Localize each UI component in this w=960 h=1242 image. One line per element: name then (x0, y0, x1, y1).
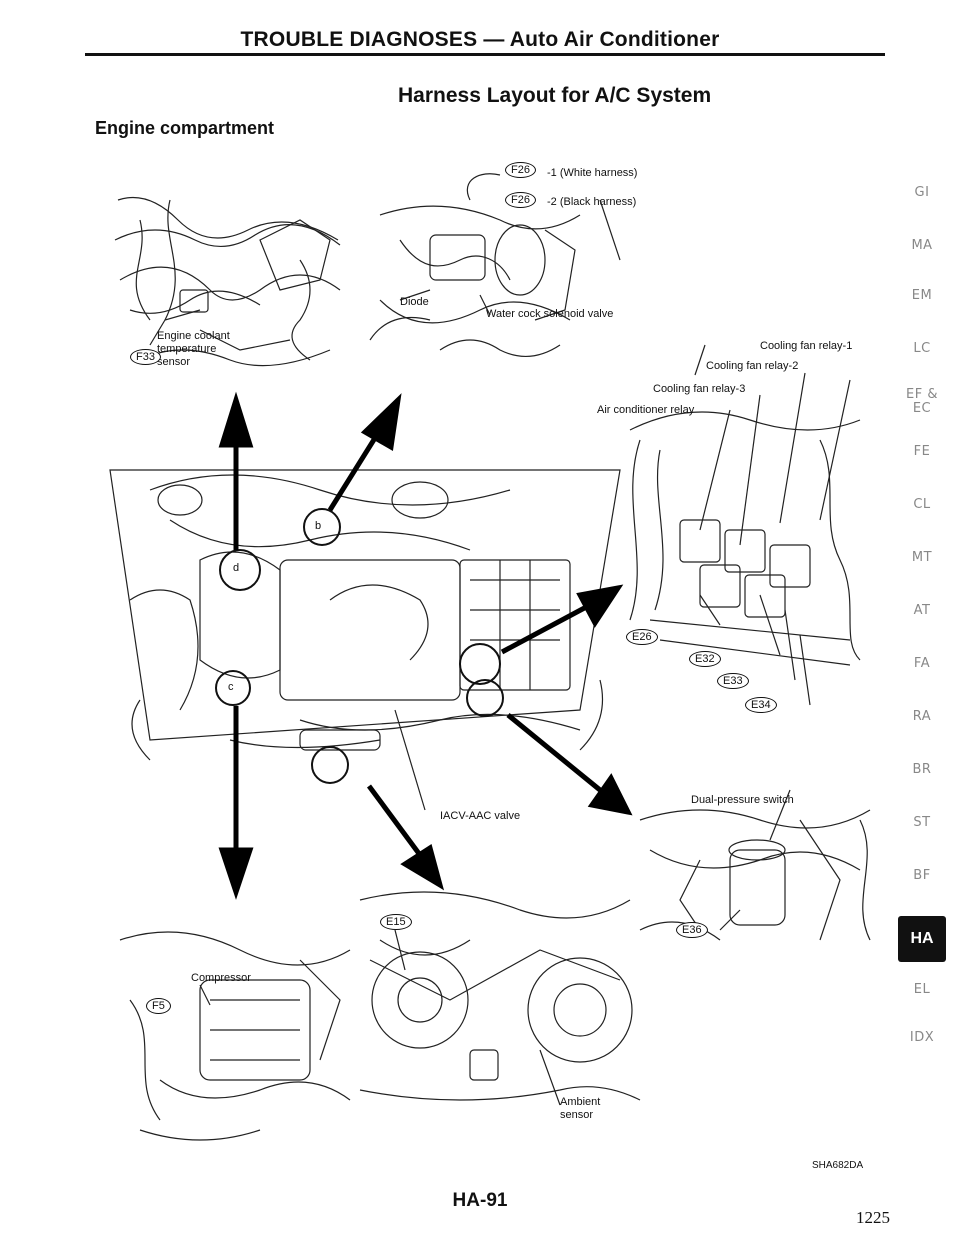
figure-code: SHA682DA (812, 1160, 864, 1171)
page-number: 1225 (856, 1208, 890, 1227)
ac-relay-label: Air conditioner relay (597, 404, 695, 416)
side-tab-cl[interactable]: CL (913, 497, 931, 512)
diode-label: Diode (400, 296, 429, 308)
connector-f5: F5 (146, 996, 171, 1014)
inset-compressor (119, 931, 351, 1141)
connector-f26-1: F26 (505, 160, 536, 178)
side-tab-mt[interactable]: MT (911, 550, 933, 565)
black-harness-label: -2 (Black harness) (547, 196, 637, 208)
engine-bay-illustration (109, 469, 621, 761)
header-rule (85, 53, 885, 56)
page-title: Harness Layout for A/C System (398, 84, 712, 107)
side-tab-ef-ec[interactable]: EF & EC (906, 387, 938, 416)
cooling-fan-relay-2-label: Cooling fan relay-2 (706, 360, 799, 372)
inset-ambient-sensor (359, 891, 641, 1101)
side-tab-gi[interactable]: GI (914, 185, 930, 200)
white-harness-label: -1 (White harness) (547, 167, 638, 179)
side-tab-lc[interactable]: LC (913, 341, 931, 356)
connector-e34: E34 (745, 695, 777, 713)
side-tab-st[interactable]: ST (913, 815, 931, 830)
water-cock-valve-label: Water cock solenoid valve (486, 308, 614, 320)
side-tab-ra[interactable]: RA (912, 709, 932, 724)
compressor-label: Compressor (191, 972, 251, 984)
connector-f26-2: F26 (505, 190, 536, 208)
page-label: HA-91 (452, 1190, 508, 1211)
inset-relays (629, 411, 861, 666)
iacv-aac-valve-label: IACV-AAC valve (440, 810, 521, 822)
connector-f33: F33 (130, 347, 161, 365)
side-tab-em[interactable]: EM (911, 288, 933, 303)
page-header: TROUBLE DIAGNOSES — Auto Air Conditioner (240, 28, 720, 51)
cooling-fan-relay-3-label: Cooling fan relay-3 (653, 383, 746, 395)
inset-water-cock-valve (369, 173, 621, 358)
side-tab-fe[interactable]: FE (913, 444, 931, 459)
side-tab-ma[interactable]: MA (911, 238, 933, 253)
marker-d: d (233, 562, 240, 574)
connector-e36: E36 (676, 920, 708, 938)
connector-e32: E32 (689, 649, 721, 667)
side-tab-br[interactable]: BR (912, 762, 932, 777)
section-title: Engine compartment (95, 118, 275, 138)
ambient-sensor-label: Ambient sensor (560, 1096, 601, 1121)
connector-e26: E26 (626, 627, 658, 645)
side-tab-bf[interactable]: BF (913, 868, 931, 883)
marker-c: c (228, 681, 234, 693)
connector-e15: E15 (380, 912, 412, 930)
side-tab-ha-active[interactable]: HA (898, 916, 946, 962)
engine-coolant-sensor-label: Engine coolant temperature sensor (157, 330, 230, 368)
side-tab-el[interactable]: EL (913, 982, 931, 997)
connector-e33: E33 (717, 671, 749, 689)
inset-dual-pressure-switch (639, 809, 871, 941)
side-tab-idx[interactable]: IDX (909, 1030, 935, 1045)
side-tab-at[interactable]: AT (913, 603, 931, 618)
side-tab-fa[interactable]: FA (913, 656, 931, 671)
cooling-fan-relay-1-label: Cooling fan relay-1 (760, 340, 853, 352)
dual-pressure-switch-label: Dual-pressure switch (691, 794, 794, 806)
marker-b: b (315, 520, 322, 532)
